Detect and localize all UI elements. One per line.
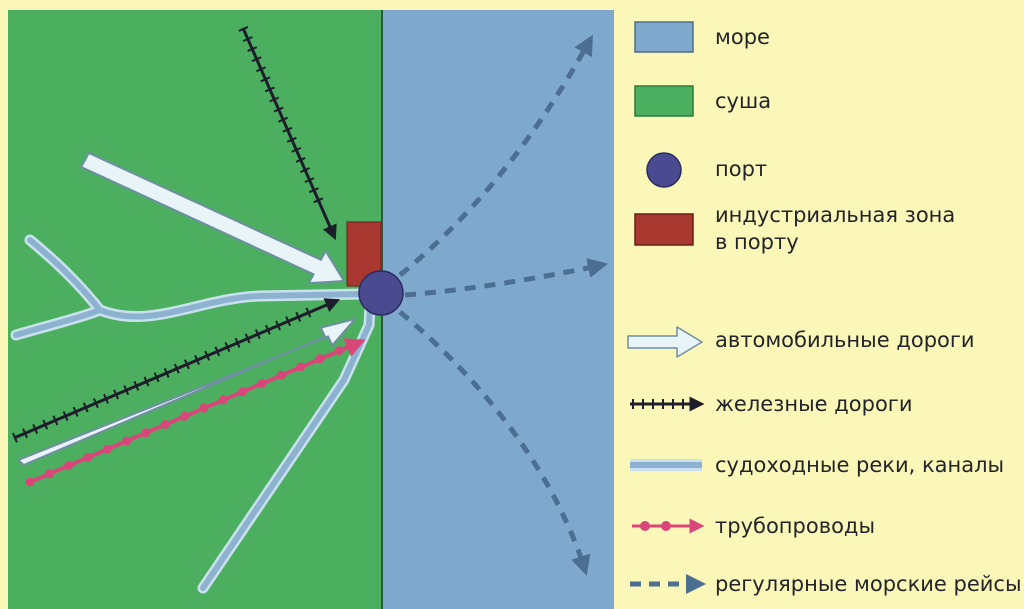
road-arrow-icon bbox=[627, 326, 703, 358]
pipeline-arrow-icon bbox=[632, 518, 705, 534]
legend-item-port: порт bbox=[646, 152, 767, 188]
legend-label-land: суша bbox=[715, 89, 771, 113]
sea-routes bbox=[398, 34, 608, 576]
sea-area bbox=[382, 10, 614, 609]
railway-southwest bbox=[12, 298, 341, 443]
legend-label-roads: автомобильные дороги bbox=[715, 328, 975, 352]
industrial-zone-swatch-icon bbox=[634, 213, 694, 246]
port-icon bbox=[646, 152, 682, 188]
port bbox=[358, 270, 404, 316]
legend-item-sea: море bbox=[634, 21, 770, 53]
land-swatch-icon bbox=[634, 85, 694, 117]
legend-item-roads: автомобильные дороги bbox=[627, 326, 975, 358]
legend-label-industrial-zone-line1: индустриальная зона bbox=[715, 203, 955, 227]
pipeline bbox=[25, 338, 366, 487]
sea-route-east bbox=[404, 258, 608, 298]
map-area bbox=[8, 10, 614, 609]
railway-north bbox=[238, 25, 337, 241]
legend-item-sea-routes: регулярные морские рейсы bbox=[630, 572, 1022, 596]
legend-item-railways: железные дороги bbox=[630, 392, 912, 416]
legend-label-sea: море bbox=[715, 25, 770, 49]
sea-swatch-icon bbox=[634, 21, 694, 53]
sea-route-north bbox=[398, 34, 593, 277]
legend-item-pipelines: трубопроводы bbox=[632, 514, 875, 538]
legend-label-port: порт bbox=[715, 157, 767, 181]
legend-label-industrial-zone-line2: в порту bbox=[715, 230, 799, 254]
road-north bbox=[80, 152, 345, 285]
legend: море суша порт индустриальная зона в пор… bbox=[627, 21, 1022, 596]
legend-label-railways: железные дороги bbox=[715, 392, 912, 416]
legend-item-rivers: судоходные реки, каналы bbox=[630, 453, 1004, 477]
legend-label-rivers: судоходные реки, каналы bbox=[715, 453, 1004, 477]
river-main bbox=[10, 234, 370, 341]
legend-label-pipelines: трубопроводы bbox=[715, 514, 875, 538]
legend-label-sea-routes: регулярные морские рейсы bbox=[715, 572, 1022, 596]
legend-item-land: суша bbox=[634, 85, 771, 117]
road-southwest bbox=[17, 318, 356, 466]
legend-item-industrial-zone: индустриальная зона в порту bbox=[634, 203, 955, 254]
